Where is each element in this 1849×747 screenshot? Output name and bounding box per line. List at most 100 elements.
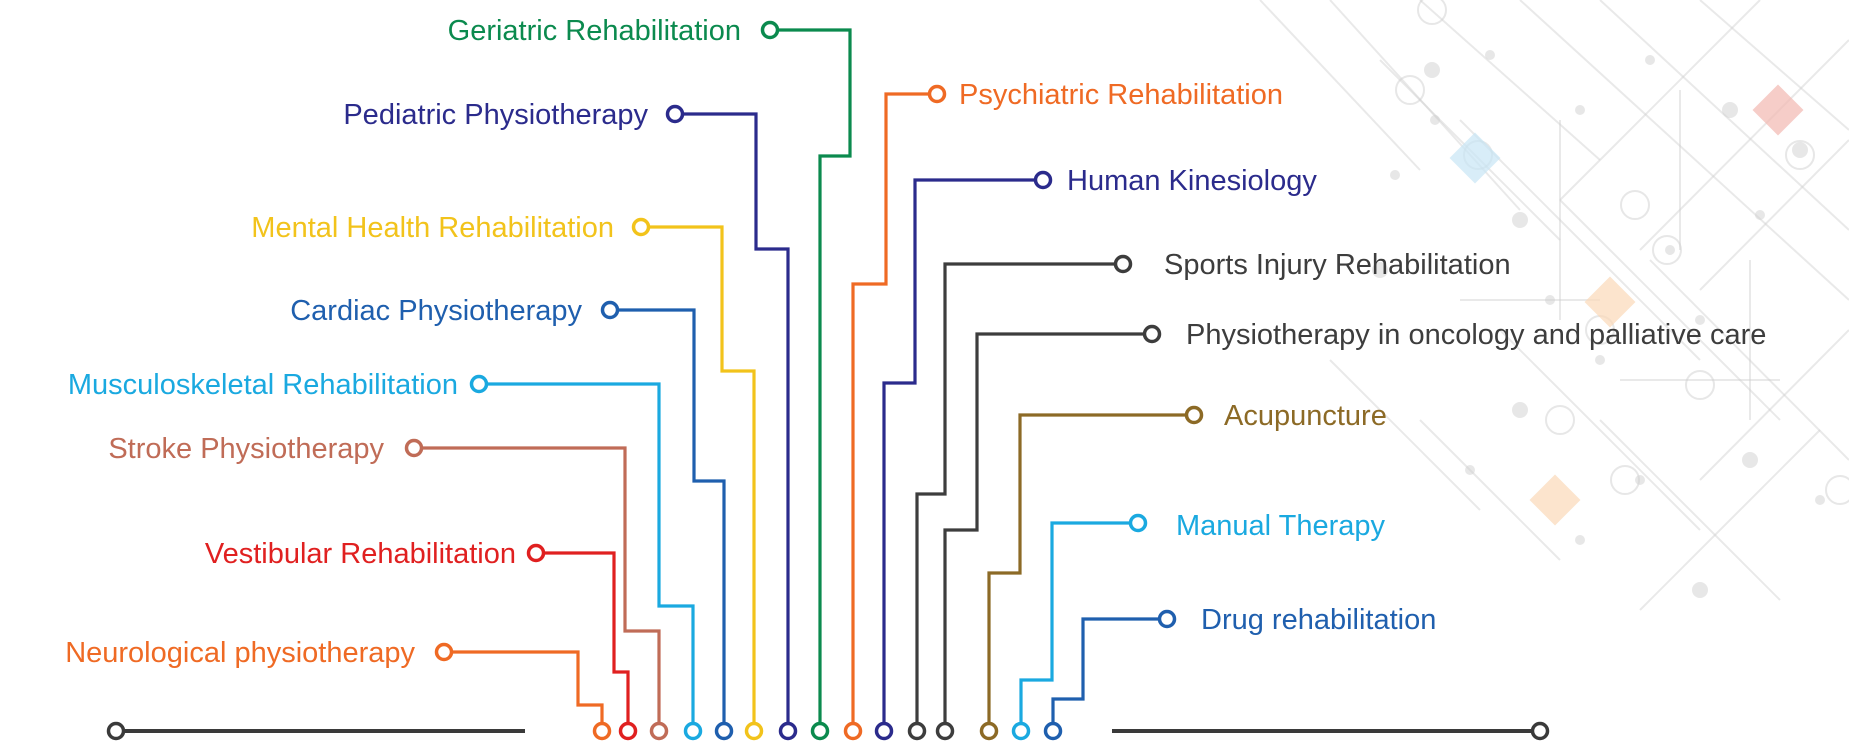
connector-kinesiology — [882, 178, 1043, 731]
circuit-background — [1259, 0, 1849, 611]
end-node-stroke — [404, 438, 424, 458]
base-node-stroke — [649, 721, 669, 741]
circuit-dot — [1575, 535, 1585, 545]
circuit-trace — [1499, 329, 1701, 531]
circuit-dot — [1695, 315, 1705, 325]
circuit-ring — [1825, 475, 1849, 505]
circuit-ring — [1395, 75, 1425, 105]
topic-label-psychiatric: Psychiatric Rehabilitation — [959, 79, 1283, 111]
circuit-ring — [1545, 405, 1575, 435]
base-node-manual-therapy — [1011, 721, 1031, 741]
circuit-dot — [1755, 210, 1765, 220]
base-line — [106, 721, 1550, 741]
base-node-geriatric — [810, 721, 830, 741]
circuit-dot — [1390, 170, 1400, 180]
topic-label-cardiac: Cardiac Physiotherapy — [290, 295, 582, 327]
connector-geriatric — [770, 28, 852, 731]
circuit-ring — [1417, 0, 1447, 25]
circuit-ring — [1785, 140, 1815, 170]
connector-neurological — [444, 650, 604, 731]
circuit-trace — [1419, 0, 1601, 161]
circuit-dot — [1430, 115, 1440, 125]
topic-label-neurological: Neurological physiotherapy — [65, 637, 415, 669]
circuit-ring — [1610, 465, 1640, 495]
end-node-kinesiology — [1033, 170, 1053, 190]
base-node-cardiac — [714, 721, 734, 741]
connector-musculoskeletal — [479, 382, 695, 731]
circuit-dot — [1742, 452, 1758, 468]
end-node-geriatric — [760, 20, 780, 40]
topic-label-geriatric: Geriatric Rehabilitation — [448, 15, 741, 47]
end-node-cardiac — [600, 300, 620, 320]
circuit-dot — [1692, 582, 1708, 598]
topic-label-musculoskeletal: Musculoskeletal Rehabilitation — [68, 369, 458, 401]
base-node-sports-injury — [907, 721, 927, 741]
connector-lines — [404, 20, 1204, 741]
circuit-ring — [1685, 370, 1715, 400]
circuit-dot — [1485, 50, 1495, 60]
circuit-dot — [1575, 105, 1585, 115]
circuit-dot — [1792, 142, 1808, 158]
circuit-dot — [1815, 495, 1825, 505]
topic-label-vestibular: Vestibular Rehabilitation — [205, 538, 516, 570]
circuit-trace — [1639, 429, 1821, 611]
circuit-dot — [1512, 212, 1528, 228]
connector-stroke — [414, 446, 661, 731]
topic-label-oncology: Physiotherapy in oncology and palliative… — [1186, 319, 1766, 351]
circuit-dot — [1665, 245, 1675, 255]
end-node-musculoskeletal — [469, 374, 489, 394]
circuit-trace — [1519, 0, 1849, 301]
circuit-ring — [1652, 235, 1682, 265]
connector-vestibular — [536, 551, 630, 731]
circuit-trace — [1699, 329, 1849, 481]
connector-manual-therapy — [1019, 521, 1138, 731]
circuit-dot — [1722, 102, 1738, 118]
connector-cardiac — [610, 308, 726, 731]
connector-mental-health — [641, 225, 756, 731]
end-node-neurological — [434, 642, 454, 662]
base-node-acupuncture — [979, 721, 999, 741]
connector-acupuncture — [987, 413, 1194, 731]
circuit-ring — [1620, 190, 1650, 220]
circuit-dot — [1512, 402, 1528, 418]
base-node-kinesiology — [874, 721, 894, 741]
circuit-trace — [1259, 0, 1421, 171]
connector-psychiatric — [851, 92, 937, 731]
base-node-pediatric — [778, 721, 798, 741]
circuit-trace — [1419, 419, 1561, 561]
topic-label-manual-therapy: Manual Therapy — [1176, 510, 1386, 542]
end-node-drug-rehab — [1157, 609, 1177, 629]
end-node-psychiatric — [927, 84, 947, 104]
circuit-trace — [1649, 259, 1849, 461]
circuit-trace — [1329, 0, 1521, 211]
base-node-oncology — [935, 721, 955, 741]
end-node-pediatric — [665, 104, 685, 124]
end-node-sports-injury — [1113, 254, 1133, 274]
circuit-dot — [1465, 465, 1475, 475]
circuit-trace — [1699, 139, 1849, 291]
base-node-psychiatric — [843, 721, 863, 741]
circuit-trace — [1459, 119, 1701, 361]
end-node-mental-health — [631, 217, 651, 237]
base-node-musculoskeletal — [683, 721, 703, 741]
topic-label-drug-rehab: Drug rehabilitation — [1201, 604, 1436, 636]
circuit-trace — [1559, 0, 1761, 201]
circuit-trace — [1329, 359, 1481, 511]
decor-diamond — [1752, 84, 1804, 136]
base-line-left-node — [106, 721, 126, 741]
end-node-oncology — [1142, 324, 1162, 344]
circuit-trace — [1599, 419, 1781, 601]
circuit-dot — [1595, 355, 1605, 365]
decor-diamond — [1529, 474, 1581, 526]
connector-sports-injury — [915, 262, 1123, 731]
topic-label-pediatric: Pediatric Physiotherapy — [343, 99, 648, 131]
circuit-dot — [1424, 62, 1440, 78]
topic-label-kinesiology: Human Kinesiology — [1067, 165, 1317, 197]
circuit-trace — [1699, 0, 1849, 131]
base-node-drug-rehab — [1043, 721, 1063, 741]
topic-label-sports-injury: Sports Injury Rehabilitation — [1164, 249, 1511, 281]
end-node-vestibular — [526, 543, 546, 563]
